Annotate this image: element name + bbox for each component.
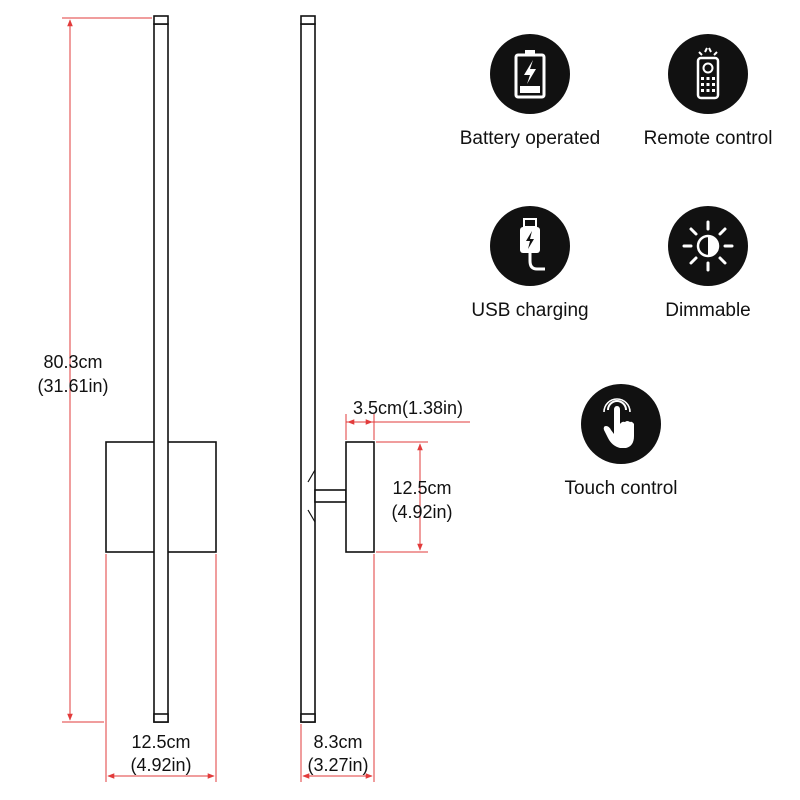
remote-control-icon bbox=[668, 34, 748, 114]
feature-remote: Remote control bbox=[618, 34, 798, 150]
side-bar-joint bbox=[307, 469, 316, 523]
feature-dimmable: Dimmable bbox=[618, 206, 798, 322]
side-depth-dimension bbox=[300, 554, 375, 782]
height-in-label: (31.61in) bbox=[37, 376, 108, 396]
front-width-dimension bbox=[105, 554, 217, 782]
feature-touch: Touch control bbox=[531, 384, 711, 500]
side-mount-plate bbox=[345, 441, 375, 553]
side-depth-in-label: (3.27in) bbox=[307, 755, 368, 775]
front-bar-bottom-cap bbox=[153, 713, 169, 723]
front-width-in-label: (4.92in) bbox=[130, 755, 191, 775]
mount-height-in-label: (4.92in) bbox=[391, 502, 452, 522]
feature-label: USB charging bbox=[471, 300, 589, 321]
feature-label: Touch control bbox=[564, 478, 678, 499]
mount-height-dimension bbox=[376, 441, 428, 553]
feature-usb: USB charging bbox=[440, 206, 620, 322]
side-light-bar bbox=[300, 23, 316, 723]
front-bar-top-cap bbox=[153, 15, 169, 25]
height-dimension bbox=[62, 17, 152, 723]
feature-label: Battery operated bbox=[459, 128, 601, 149]
battery-icon bbox=[490, 34, 570, 114]
side-connector-arm bbox=[314, 489, 347, 503]
usb-cable-icon bbox=[490, 206, 570, 286]
touch-hand-icon bbox=[581, 384, 661, 464]
side-view-lamp bbox=[300, 15, 375, 723]
side-bar-top-cap bbox=[300, 15, 316, 25]
feature-label: Dimmable bbox=[665, 300, 751, 321]
side-bar-bottom-cap bbox=[300, 713, 316, 723]
dimmable-sun-icon bbox=[668, 206, 748, 286]
mount-height-cm-label: 12.5cm bbox=[392, 478, 451, 498]
side-depth-cm-label: 8.3cm bbox=[313, 732, 362, 752]
front-width-cm-label: 12.5cm bbox=[131, 732, 190, 752]
front-light-bar bbox=[153, 23, 169, 723]
mount-depth-label: 3.5cm(1.38in) bbox=[353, 398, 463, 418]
feature-label: Remote control bbox=[643, 128, 773, 149]
front-view-lamp bbox=[105, 15, 217, 723]
mount-depth-dimension bbox=[345, 414, 470, 440]
height-cm-label: 80.3cm bbox=[43, 352, 102, 372]
feature-battery: Battery operated bbox=[440, 34, 620, 150]
